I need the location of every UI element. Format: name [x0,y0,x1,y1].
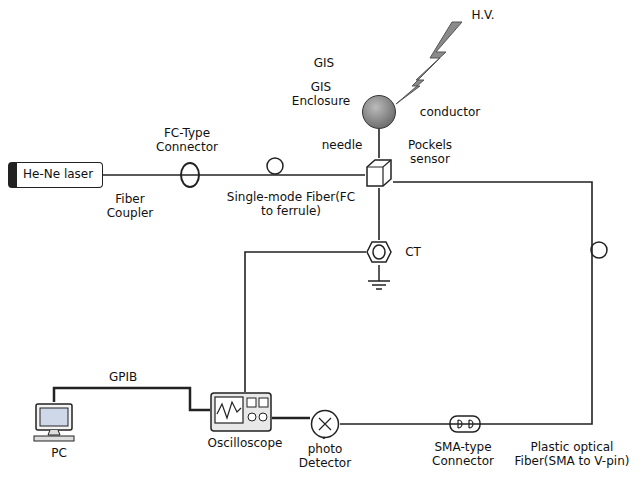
annotation-label: FC-Type Connector [146,126,228,154]
ct-symbol: CT [366,240,392,264]
node-label: He-Ne laser [23,167,93,181]
fiber-connector [272,417,310,420]
pockels-sensor: Pockels sensor [365,158,393,188]
fiber-connector [378,188,380,240]
ground-wire [378,265,380,281]
annotation-label: Single-mode Fiber(FC to ferrule) [218,190,364,218]
fiber-connector [103,174,365,176]
node-label: Oscilloscope [200,436,290,450]
ground-bar [376,288,382,290]
annotation-label: GIS [303,56,345,70]
annotation-label: Fiber Coupler [98,192,162,220]
fiber-connector [340,182,592,424]
annotation-label: H.V. [462,8,504,22]
fiber-connector [245,252,366,392]
fiber-connector [378,129,380,158]
fiber-loop [591,242,607,258]
oscilloscope-icon: Oscilloscope [210,392,272,432]
node-label: conductor [415,105,485,119]
ground-bar [372,284,386,286]
ground-bar [368,280,390,282]
fiber-loop [267,158,283,174]
node-label: Pockels sensor [400,138,460,166]
annotation-label: Plastic optical Fiber(SMA to V-pin) [503,440,641,468]
annotation-label: GIS Enclosure [282,80,360,108]
photo-detector: photo Detector [310,409,340,439]
annotation-label: needle [318,138,366,152]
fiber-connector [54,388,210,410]
node-label: CT [398,245,428,259]
lightning-bolt [396,22,462,104]
node-label: photo Detector [292,442,358,470]
node-label: PC [44,446,74,460]
conductor-circle: conductor [362,95,396,129]
edge-label: GPIB [108,370,138,384]
annotation-label: SMA-type Connector [426,440,500,468]
pc-icon: PC [32,402,76,442]
laser-box: He-Ne laser [8,162,103,188]
